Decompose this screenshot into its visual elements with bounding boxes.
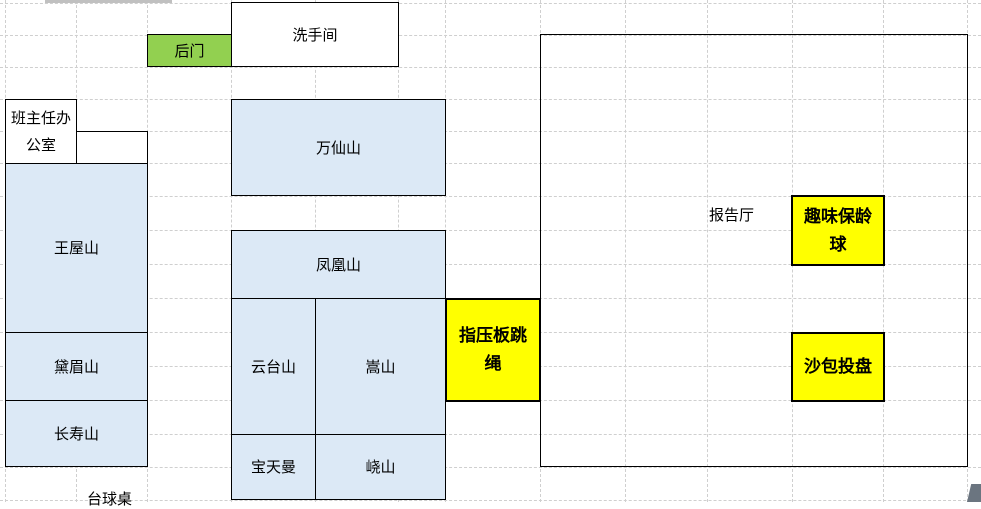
back-door-label: 后门 xyxy=(174,41,205,60)
grid-row-line xyxy=(0,196,981,197)
sandbag-activity[interactable]: 沙包投盘 xyxy=(791,332,885,402)
restroom-label: 洗手间 xyxy=(292,25,338,44)
restroom-shape[interactable]: 洗手间 xyxy=(231,2,399,67)
grid-row-line xyxy=(0,99,981,100)
yao-mountain-label: 峣山 xyxy=(365,458,396,476)
grid-row-line xyxy=(0,35,981,36)
fenghuang-mountain-label: 凤凰山 xyxy=(315,255,361,274)
grid-row-line xyxy=(0,500,981,501)
bowling-label: 趣味保龄球 xyxy=(804,206,872,255)
grid-row-line xyxy=(0,467,981,468)
head-teacher-office-label: 班主任办公室 xyxy=(10,108,71,154)
wanxian-mountain-shape[interactable]: 万仙山 xyxy=(231,99,446,196)
yuntai-mountain-label: 云台山 xyxy=(250,357,296,376)
grid-row-line xyxy=(0,67,981,68)
grid-row-line xyxy=(0,131,981,132)
grid-row-line xyxy=(0,230,981,231)
bowling-activity[interactable]: 趣味保龄球 xyxy=(791,195,885,266)
fenghuang-mountain-shape[interactable]: 凤凰山 xyxy=(231,230,446,299)
column-selection-bar xyxy=(45,0,172,3)
wanxian-mountain-label: 万仙山 xyxy=(315,138,361,157)
baotianman-shape[interactable]: 宝天曼 xyxy=(231,434,316,500)
changshou-mountain-label: 长寿山 xyxy=(53,424,99,443)
wangwu-mountain-shape[interactable]: 王屋山 xyxy=(5,163,148,333)
acupressure-rope-activity[interactable]: 指压板跳绳 xyxy=(445,298,541,402)
grid-row-line xyxy=(0,3,981,4)
auditorium-label: 报告厅 xyxy=(709,206,755,224)
scroll-corner-icon xyxy=(967,484,981,502)
head-teacher-office-shape[interactable]: 班主任办公室 xyxy=(5,99,77,164)
billiards-label: 台球桌 xyxy=(87,490,133,508)
auditorium-shape[interactable] xyxy=(540,34,968,467)
sandbag-label: 沙包投盘 xyxy=(804,357,872,377)
grid-row-line xyxy=(0,264,981,265)
grid-row-line xyxy=(0,434,981,435)
yuntai-mountain-shape[interactable]: 云台山 xyxy=(231,298,316,435)
back-door-shape[interactable]: 后门 xyxy=(147,34,232,67)
grid-col-line xyxy=(707,0,708,502)
song-mountain-label: 嵩山 xyxy=(365,357,396,376)
acupressure-rope-label: 指压板跳绳 xyxy=(459,326,527,374)
baotianman-label: 宝天曼 xyxy=(250,458,296,476)
grid-col-line xyxy=(625,0,626,502)
blank-shape[interactable] xyxy=(76,131,148,164)
yao-mountain-shape[interactable]: 峣山 xyxy=(315,434,446,500)
changshou-mountain-shape[interactable]: 长寿山 xyxy=(5,400,148,467)
song-mountain-shape[interactable]: 嵩山 xyxy=(315,298,446,435)
daimei-mountain-shape[interactable]: 黛眉山 xyxy=(5,332,148,401)
grid-row-line xyxy=(0,163,981,164)
daimei-mountain-label: 黛眉山 xyxy=(53,357,99,376)
wangwu-mountain-label: 王屋山 xyxy=(53,239,99,257)
